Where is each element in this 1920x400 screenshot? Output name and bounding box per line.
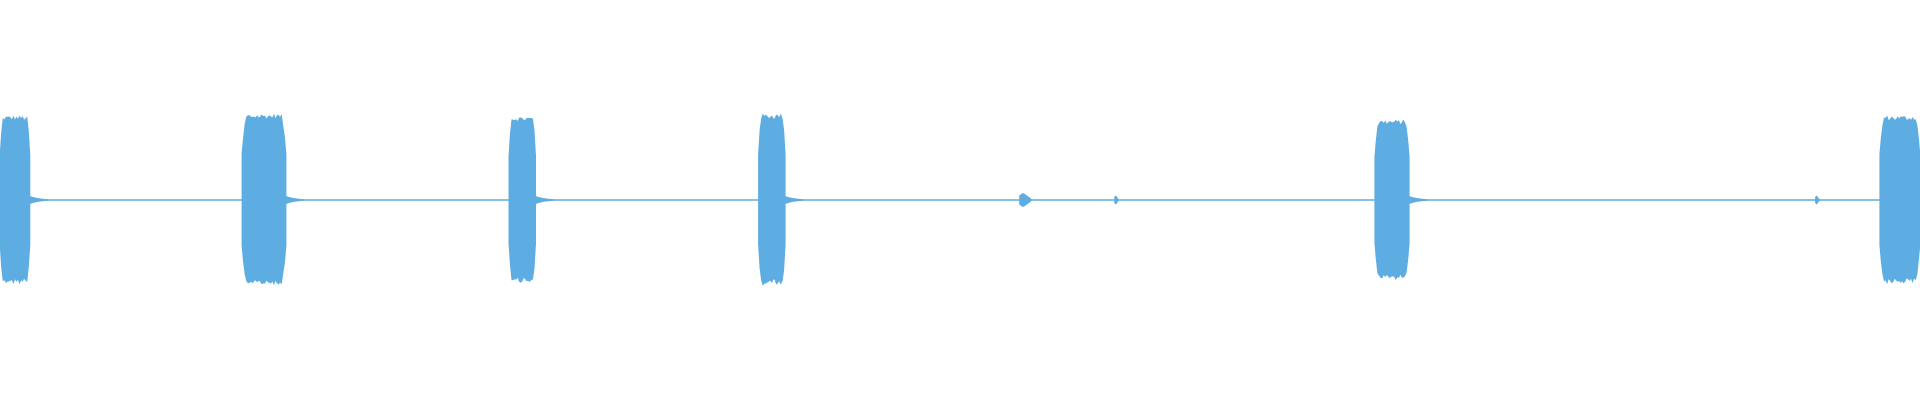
waveform-decay-tail-3 [535, 196, 554, 204]
waveform-burst-7 [1374, 119, 1410, 281]
waveform-burst-3 [508, 117, 536, 283]
waveform-burst-1 [0, 115, 31, 285]
waveform-burst-2 [241, 113, 287, 286]
waveform-decay-tail-4 [785, 196, 804, 204]
waveform-decay-tail-2 [286, 196, 305, 204]
waveform-burst-8 [1815, 195, 1820, 205]
waveform-decay-tail-1 [30, 196, 48, 204]
waveform-burst-6 [1114, 195, 1119, 205]
waveform-group [0, 113, 1920, 286]
waveform-decay-tail-7 [1409, 196, 1428, 204]
waveform-burst-9 [1879, 115, 1920, 285]
waveform-burst-5 [1019, 193, 1032, 207]
waveform-burst-4 [758, 113, 786, 286]
